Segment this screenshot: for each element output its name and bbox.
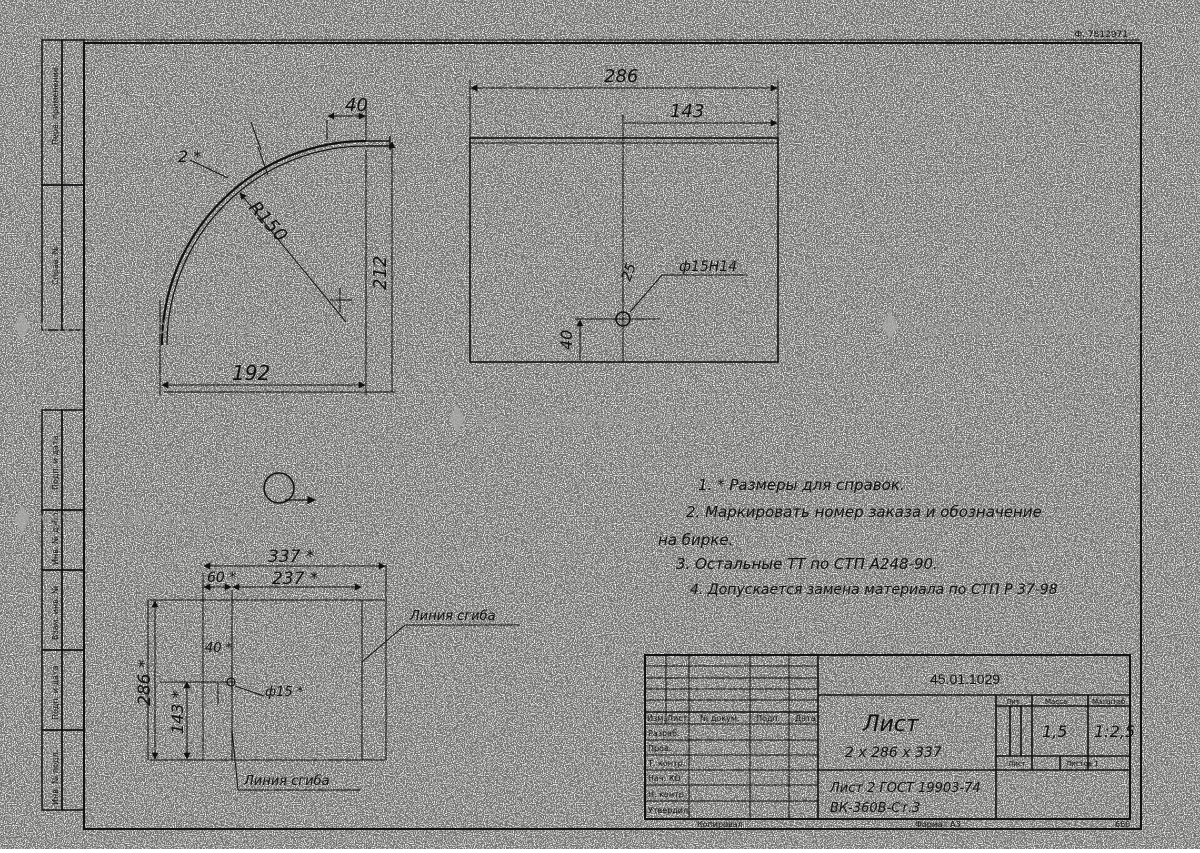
view-flat-labels: 337 * 60 * 237 * 40 * ф15 * 286 * 143 * … xyxy=(135,547,496,789)
note-1: 1. * Размеры для справок. xyxy=(698,476,905,494)
note-2a: 2. Маркировать номер заказа и обозначени… xyxy=(686,503,1042,521)
watermark-small: vsyametalloobrabotka.ru xyxy=(1040,300,1140,309)
label-vzam-inv: Взам. инв. № xyxy=(51,585,60,640)
row-utv: Утвердил xyxy=(648,806,688,815)
title-right-labels: 45.01.1029 Лист 2 x 286 x 337 Лист 2 ГОС… xyxy=(829,671,1135,816)
title-left-grid xyxy=(645,655,818,819)
designation: 45.01.1029 xyxy=(930,671,1000,687)
rect-dim-143: 143 xyxy=(670,101,704,122)
watermark-4: vsyametalloobrabotka.ru xyxy=(14,505,278,533)
watermark-3: vsyametalloobrabotka.ru xyxy=(882,312,1146,340)
watermark-1: vsyametalloobrabotka.ru xyxy=(14,312,278,340)
row-tkontr: Т. контр. xyxy=(647,759,685,768)
col-massa: Масса xyxy=(1045,698,1067,706)
flat-dim-143: 143 * xyxy=(168,690,187,734)
view-rect xyxy=(469,80,779,363)
arc-dim-thickness: 2 * xyxy=(178,147,201,166)
label-sprav: Справ. № xyxy=(51,245,60,285)
watermark-logo-icon xyxy=(14,312,30,340)
watermark-logo-icon xyxy=(14,505,30,533)
row-nkontr: Н. контр. xyxy=(648,790,686,799)
form-code: Ф. 7812971 xyxy=(1074,30,1128,40)
col-data: Дата xyxy=(795,714,816,723)
arc-outer xyxy=(160,139,367,346)
part-name: Лист xyxy=(862,712,920,737)
watermark-2: vsyametalloobrabotka.ru xyxy=(449,405,713,433)
label-podp-data-1: Подп. и дата xyxy=(51,435,60,490)
arc-inner xyxy=(166,145,367,346)
bend-line-label-1: Линия сгиба xyxy=(409,609,496,624)
rect-dim-40: 40 xyxy=(557,330,576,350)
col-podp: Подп. xyxy=(756,714,780,723)
flat-hole-label: ф15 * xyxy=(265,685,304,700)
sheets-label: Листов 1 xyxy=(1066,760,1099,768)
margin-labels: Перв. применение Справ. № Подп. и дата И… xyxy=(51,67,60,805)
flat-hole xyxy=(226,677,236,687)
footer: Копировал Формат А3 660 xyxy=(697,820,1130,829)
flat-dim-60: 60 * xyxy=(207,570,236,586)
view-flat xyxy=(147,562,520,791)
watermark-text-3: vsyametalloobrabotka.ru xyxy=(908,316,1146,338)
bend-line-label-2: Линия сгиба xyxy=(243,774,330,789)
watermark-text-4: vsyametalloobrabotka.ru xyxy=(40,509,278,531)
col-list: Лист xyxy=(667,714,688,723)
flat-dim-337: 337 * xyxy=(268,547,314,567)
sheet-label: Лист xyxy=(1008,760,1026,768)
footer-code: 660 xyxy=(1115,820,1130,829)
material-line-2: ВК-360В-Ст.3 xyxy=(830,801,920,816)
col-lit: Лит. xyxy=(1006,698,1022,706)
left-margin-strips xyxy=(41,39,85,811)
arc-dim-192: 192 xyxy=(232,361,270,385)
rect-outline xyxy=(469,137,779,363)
row-razrab: Разраб. xyxy=(648,729,679,738)
note-2b: на бирке. xyxy=(658,531,733,549)
watermark-logo-icon xyxy=(882,312,898,340)
title-block xyxy=(644,654,1131,820)
label-perv-primen: Перв. применение xyxy=(51,67,60,145)
label-inv-dubl: Инв. № дубл. xyxy=(51,510,60,565)
view-rect-labels: 286 143 25 ф15Н14 40 xyxy=(557,66,737,350)
technical-notes: 1. * Размеры для справок. 2. Маркировать… xyxy=(658,476,1058,598)
row-prov: Пров. xyxy=(648,744,671,753)
rect-dim-286: 286 xyxy=(604,66,638,87)
rect-hole-label: ф15Н14 xyxy=(679,259,737,275)
note-4: 4. Допускается замена материала по СТП Р… xyxy=(690,582,1058,598)
col-izm: Изм. xyxy=(647,714,666,723)
watermark-text-1: vsyametalloobrabotka.ru xyxy=(40,316,278,338)
row-nach-ko: Нач. КО xyxy=(648,774,681,783)
flat-dim-286: 286 * xyxy=(135,660,155,706)
rect-dim-25: 25 xyxy=(619,261,640,283)
watermarks: vsyametalloobrabotka.ru vsyametalloobrab… xyxy=(14,300,1146,533)
view-arc xyxy=(159,100,396,395)
footer-format: Формат А3 xyxy=(915,820,961,829)
note-3: 3. Остальные ТТ по СТП А248-90. xyxy=(676,555,938,573)
massa-value: 1,5 xyxy=(1042,722,1067,741)
label-inv-podl: Инв. № подл. xyxy=(51,750,60,805)
col-masshtab: Масштаб xyxy=(1092,698,1125,706)
label-podp-data-2: Подп. и дата xyxy=(51,665,60,720)
col-dokum: № докум. xyxy=(700,714,739,723)
arc-dim-40: 40 xyxy=(345,95,368,116)
watermark-logo-icon xyxy=(449,405,465,433)
rolling-symbol-icon xyxy=(263,472,316,505)
part-size: 2 x 286 x 337 xyxy=(845,745,942,761)
title-left-labels: Изм. Лист № докум. Подп. Дата Разраб. Пр… xyxy=(647,714,816,815)
watermark-text-2: vsyametalloobrabotka.ru xyxy=(475,409,713,431)
footer-kopiroval: Копировал xyxy=(697,820,743,829)
flat-dim-237: 237 * xyxy=(272,569,318,589)
flat-dim-40: 40 * xyxy=(205,641,233,656)
arc-dim-212: 212 xyxy=(370,256,391,290)
scale-value: 1:2,5 xyxy=(1094,722,1135,741)
material-line-1: Лист 2 ГОСТ 19903-74 xyxy=(829,781,981,796)
